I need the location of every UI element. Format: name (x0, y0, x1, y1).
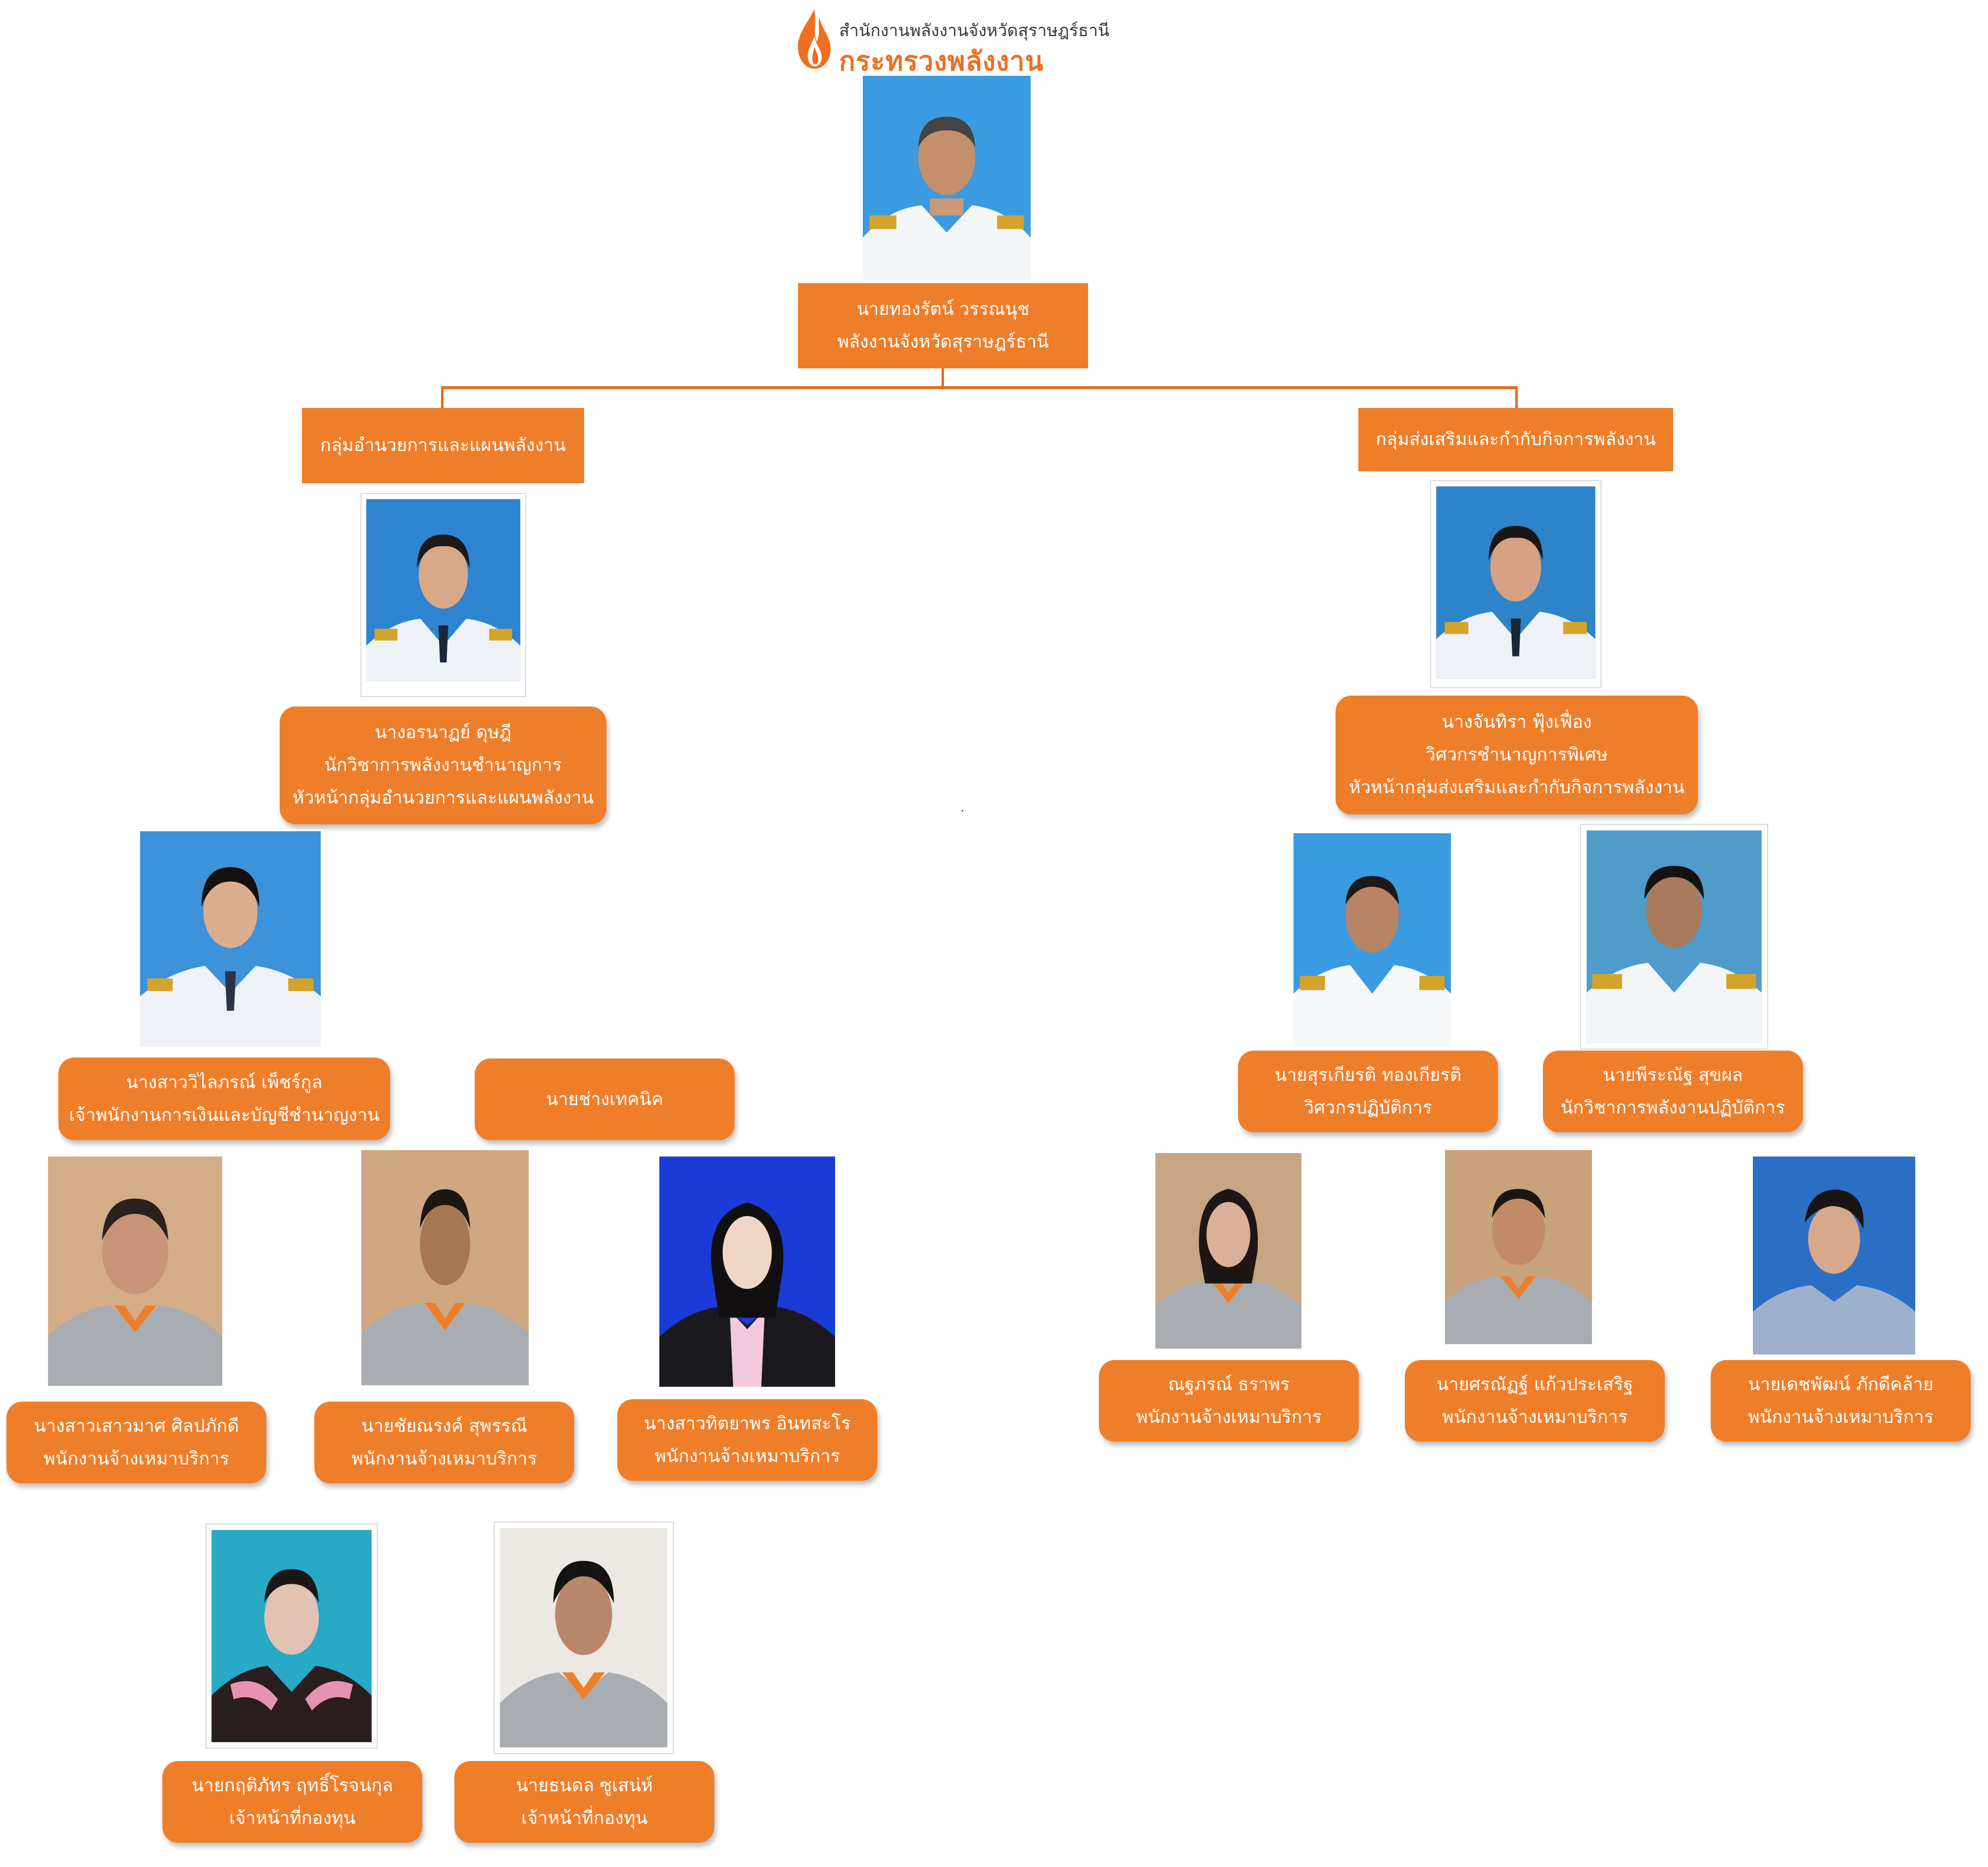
right-group-label: กลุ่มส่งเสริมและกำกับกิจการพลังงาน (1376, 429, 1656, 450)
fund-staff-1-name: นายกฤติภัทร ฤทธิ์โรจนกุล (192, 1775, 393, 1796)
group-connector-horizontal (441, 386, 1518, 389)
right-lead-box: นางจันทิรา ฟุ้งเฟื่อง วิศวกรชำนาญการพิเศ… (1336, 696, 1698, 814)
left-group-label: กลุ่มอำนวยการและแผนพลังงาน (320, 435, 566, 455)
right-officer-2-photo (1580, 824, 1768, 1050)
fund-staff-1-photo (205, 1523, 378, 1749)
org-name: สำนักงานพลังงานจังหวัดสุราษฎร์ธานี (839, 21, 1110, 41)
fund-staff-2-box: นายธนดล ซูเสน่ห์ เจ้าหน้าที่กองทุน (454, 1761, 714, 1843)
right-staff-2-name: นายศรณัฏฐ์ แก้วประเสริฐ (1436, 1374, 1634, 1395)
right-staff-2-box: นายศรณัฏฐ์ แก้วประเสริฐ พนักงานจ้างเหมาบ… (1405, 1360, 1665, 1442)
right-staff-3-name: นายเดชพัฒน์ ภักดีคล้าย (1748, 1374, 1934, 1395)
right-officer-1-photo (1293, 833, 1451, 1047)
head-name: นายทองรัตน์ วรรณนุช (856, 299, 1030, 319)
left-lead-title: นักวิชาการพลังงานชำนาญการ (324, 755, 562, 775)
left-lead-box: นางอรนาฏย์ ดุษฎี นักวิชาการพลังงานชำนาญก… (280, 706, 606, 824)
right-staff-1-photo (1155, 1153, 1301, 1349)
fund-staff-1-box: นายกฤติภัทร ฤทธิ์โรจนกุล เจ้าหน้าที่กองท… (162, 1761, 422, 1843)
left-group-connector (441, 386, 444, 408)
left-lead-name: นางอรนาฏย์ ดุษฎี (374, 722, 512, 743)
right-lead-title: วิศวกรชำนาญการพิเศษ (1425, 745, 1608, 765)
right-lead-photo (1430, 480, 1601, 688)
fund-staff-1-title: เจ้าหน้าที่กองทุน (229, 1808, 356, 1828)
fund-staff-2-title: เจ้าหน้าที่กองทุน (521, 1808, 648, 1828)
left-staff-1-title: พนักงานจ้างเหมาบริการ (44, 1448, 229, 1469)
right-staff-3-title: พนักงานจ้างเหมาบริการ (1748, 1407, 1934, 1427)
left-staff-2-title: พนักงานจ้างเหมาบริการ (351, 1448, 537, 1469)
ministry-name: กระทรวงพลังงาน (839, 46, 1044, 77)
right-staff-2-title: พนักงานจ้างเหมาบริการ (1442, 1407, 1628, 1427)
left-staff-2-photo (361, 1150, 529, 1385)
left-staff-3-name: นางสาวทิตยาพร อินทสะโร (644, 1413, 851, 1434)
technician-label: นายช่างเทคนิค (546, 1089, 663, 1110)
right-officer-1-title: วิศวกรปฏิบัติการ (1303, 1097, 1432, 1118)
right-staff-3-photo (1753, 1157, 1915, 1355)
right-officer-1-box: นายสุรเกียรติ ทองเกียรติ วิศวกรปฏิบัติกา… (1238, 1051, 1498, 1132)
fund-staff-2-name: นายธนดล ซูเสน่ห์ (516, 1775, 653, 1796)
right-staff-2-photo (1445, 1150, 1592, 1344)
left-officer-name: นางสาววิไลภรณ์ เพ็ชร์กูล (126, 1072, 323, 1093)
right-lead-role: หัวหน้ากลุ่มส่งเสริมและกำกับกิจการพลังงา… (1348, 777, 1685, 798)
right-group-connector (1515, 386, 1518, 408)
head-photo (863, 76, 1031, 280)
flame-icon (792, 7, 837, 71)
right-officer-2-name: นายพีระณัฐ สุขผล (1603, 1064, 1743, 1085)
technician-box: นายช่างเทคนิค (475, 1059, 735, 1140)
left-group-header: กลุ่มอำนวยการและแผนพลังงาน (302, 408, 584, 483)
left-officer-title: เจ้าพนักงานการเงินและบัญชีชำนาญงาน (69, 1105, 380, 1125)
left-staff-1-photo (48, 1157, 222, 1386)
left-lead-photo (360, 493, 526, 697)
left-lead-role: หัวหน้ากลุ่มอำนวยการและแผนพลังงาน (292, 788, 594, 808)
right-staff-3-box: นายเดชพัฒน์ ภักดีคล้าย พนักงานจ้างเหมาบร… (1711, 1360, 1971, 1442)
ministry-logo: สำนักงานพลังงานจังหวัดสุราษฎร์ธานี กระทร… (792, 7, 1109, 77)
left-staff-1-box: นางสาวเสาวมาศ ศิลปภักดี พนักงานจ้างเหมาบ… (6, 1402, 266, 1483)
right-staff-1-box: ณฐภรณ์ ธราพร พนักงานจ้างเหมาบริการ (1099, 1360, 1359, 1442)
right-officer-2-title: นักวิชาการพลังงานปฏิบัติการ (1561, 1097, 1785, 1118)
stray-dot (962, 810, 963, 811)
head-box: นายทองรัตน์ วรรณนุช พลังงานจังหวัดสุราษฎ… (798, 283, 1088, 368)
right-staff-1-name: ณฐภรณ์ ธราพร (1168, 1374, 1290, 1395)
fund-staff-2-photo (494, 1521, 674, 1754)
head-title: พลังงานจังหวัดสุราษฎร์ธานี (837, 332, 1049, 352)
right-lead-name: นางจันทิรา ฟุ้งเฟื่อง (1441, 712, 1592, 732)
left-officer-photo (140, 831, 321, 1047)
right-staff-1-title: พนักงานจ้างเหมาบริการ (1136, 1407, 1322, 1427)
left-staff-1-name: นางสาวเสาวมาศ ศิลปภักดี (34, 1415, 239, 1436)
left-staff-3-photo (659, 1157, 835, 1387)
left-staff-3-box: นางสาวทิตยาพร อินทสะโร พนักงานจ้างเหมาบร… (617, 1399, 877, 1481)
right-group-header: กลุ่มส่งเสริมและกำกับกิจการพลังงาน (1358, 408, 1673, 471)
left-staff-2-box: นายชัยณรงค์ สุพรรณี พนักงานจ้างเหมาบริกา… (314, 1402, 574, 1483)
left-staff-3-title: พนักงานจ้างเหมาบริการ (654, 1446, 840, 1466)
left-officer-box: นางสาววิไลภรณ์ เพ็ชร์กูล เจ้าพนักงานการเ… (58, 1058, 390, 1140)
head-connector (942, 368, 944, 389)
right-officer-2-box: นายพีระณัฐ สุขผล นักวิชาการพลังงานปฏิบัต… (1543, 1051, 1803, 1132)
left-staff-2-name: นายชัยณรงค์ สุพรรณี (361, 1415, 528, 1436)
right-officer-1-name: นายสุรเกียรติ ทองเกียรติ (1274, 1064, 1462, 1085)
